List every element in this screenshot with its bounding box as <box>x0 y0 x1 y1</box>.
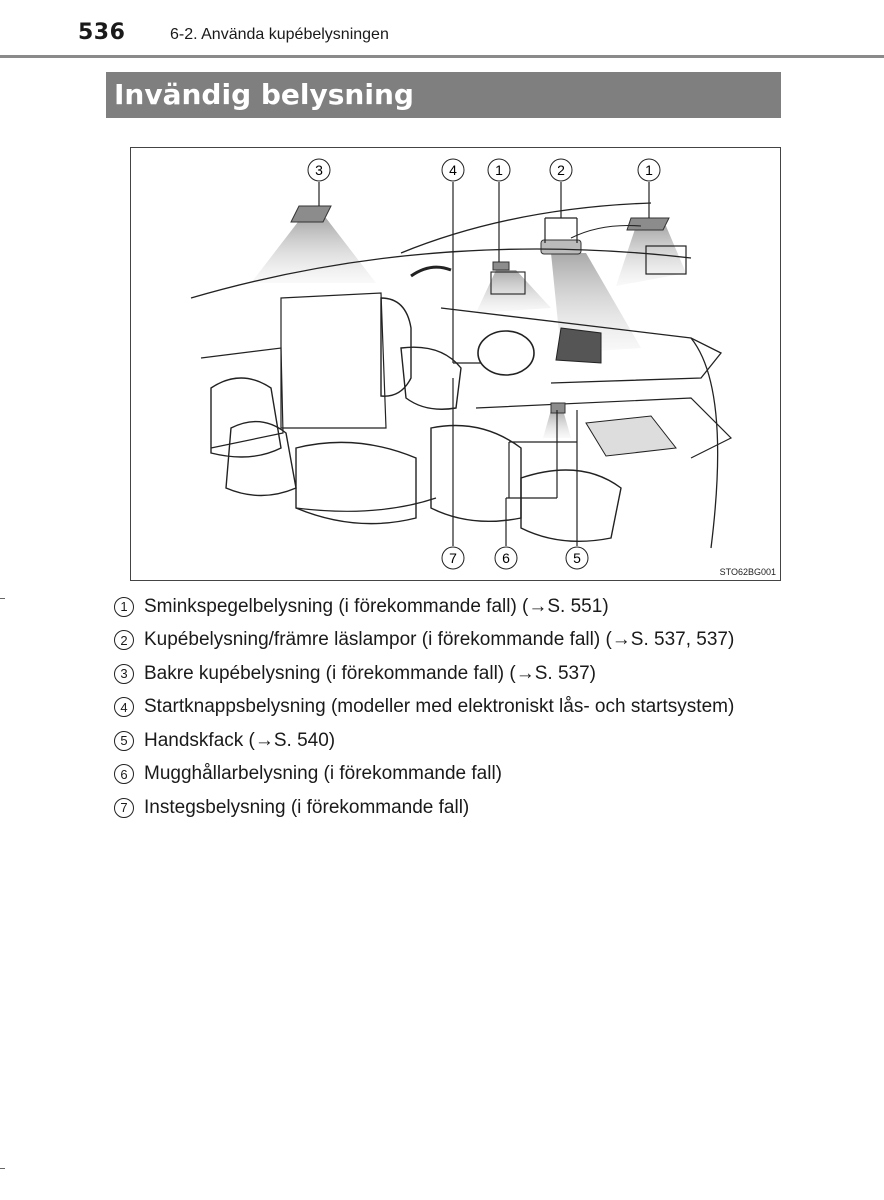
page-title: Invändig belysning <box>106 72 781 118</box>
page-number: 536 <box>78 20 126 45</box>
legend-number: 3 <box>114 663 134 684</box>
legend-number: 7 <box>114 797 134 818</box>
header-divider <box>0 55 884 58</box>
callout-4-top: 4 <box>441 158 465 182</box>
legend-item: 2 Kupébelysning/främre läslampor (i före… <box>114 624 814 658</box>
front-vanity-lamp <box>492 261 510 271</box>
svg-text:5: 5 <box>573 550 581 566</box>
legend-number: 6 <box>114 764 134 785</box>
legend-text: Mugghållarbelysning (i förekommande fall… <box>144 763 503 785</box>
svg-text:6: 6 <box>502 550 510 566</box>
vanity-lamp <box>626 217 670 231</box>
legend-item: 6 Mugghållarbelysning (i förekommande fa… <box>114 758 814 792</box>
glove-box <box>585 415 677 457</box>
svg-text:1: 1 <box>645 162 653 178</box>
figure-code: STO62BG001 <box>719 567 776 577</box>
svg-text:3: 3 <box>315 162 323 178</box>
legend-text: Startknappsbelysning (modeller med elekt… <box>144 696 735 718</box>
legend-item: 7 Instegsbelysning (i förekommande fall) <box>114 791 814 825</box>
margin-tick <box>0 598 5 599</box>
car-interior-illustration: 3 4 1 2 1 7 6 5 <box>190 158 733 570</box>
rear-lamp <box>290 205 332 223</box>
callout-7-bottom: 7 <box>441 546 465 570</box>
svg-text:4: 4 <box>449 162 457 178</box>
callout-2-top: 2 <box>549 158 573 182</box>
legend-item: 5 Handskfack (→S. 540) <box>114 724 814 758</box>
sun-visor-mirror <box>645 245 687 275</box>
callout-6-bottom: 6 <box>494 546 518 570</box>
legend-number: 5 <box>114 730 134 751</box>
interior-lighting-figure: 3 4 1 2 1 7 6 5 STO62BG <box>130 147 781 581</box>
legend-text: Kupébelysning/främre läslampor (i föreko… <box>144 629 735 651</box>
legend-text: Handskfack (→S. 540) <box>144 729 336 751</box>
svg-text:1: 1 <box>495 162 503 178</box>
callout-1b-top: 1 <box>637 158 661 182</box>
legend-text: Bakre kupébelysning (i förekommande fall… <box>144 662 596 684</box>
legend-item: 4 Startknappsbelysning (modeller med ele… <box>114 691 814 725</box>
legend-item: 1 Sminkspegelbelysning (i förekommande f… <box>114 590 814 624</box>
svg-text:2: 2 <box>557 162 565 178</box>
svg-text:7: 7 <box>449 550 457 566</box>
legend-number: 4 <box>114 697 134 718</box>
legend-number: 1 <box>114 596 134 617</box>
legend-number: 2 <box>114 630 134 651</box>
callout-3-top: 3 <box>307 158 331 182</box>
legend-text: Instegsbelysning (i förekommande fall) <box>144 796 470 818</box>
vanity-light-beam <box>616 226 686 286</box>
center-display <box>555 327 602 364</box>
margin-tick <box>0 1168 5 1169</box>
callout-5-bottom: 5 <box>565 546 589 570</box>
rear-light-beam <box>251 218 376 283</box>
legend-item: 3 Bakre kupébelysning (i förekommande fa… <box>114 657 814 691</box>
legend-list: 1 Sminkspegelbelysning (i förekommande f… <box>114 590 814 825</box>
front-vanity-beam <box>476 270 551 313</box>
callout-1a-top: 1 <box>487 158 511 182</box>
reading-lamp-beam <box>551 253 641 353</box>
legend-text: Sminkspegelbelysning (i förekommande fal… <box>144 595 609 617</box>
section-header: 6-2. Använda kupébelysningen <box>170 26 389 43</box>
overhead-console <box>540 239 582 255</box>
steering-wheel <box>477 330 535 376</box>
